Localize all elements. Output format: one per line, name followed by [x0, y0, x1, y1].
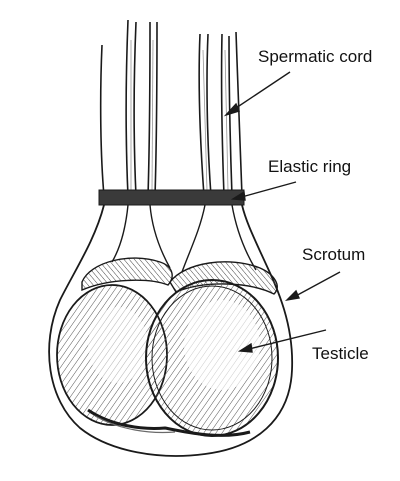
epididymis-tail — [87, 408, 251, 437]
leader-arrows — [223, 71, 341, 353]
label-testicle: Testicle — [312, 344, 369, 363]
right-testicle-rim — [151, 285, 273, 431]
label-spermatic-cord: Spermatic cord — [258, 47, 373, 66]
label-scrotum: Scrotum — [302, 245, 366, 264]
arrow-testicle — [244, 329, 327, 351]
spermatic-cord — [99, 19, 243, 197]
arrowhead-testicle — [237, 342, 253, 353]
epididymis-tail-shading — [94, 415, 176, 434]
arrow-spermatic-cord — [229, 71, 291, 113]
arrowhead-elastic-ring — [230, 190, 246, 201]
arrowhead-spermatic-cord — [223, 102, 240, 117]
right-testicle-highlight — [184, 300, 260, 390]
arrowhead-scrotum — [284, 289, 300, 302]
arrow-scrotum — [291, 271, 341, 299]
cord-below-ring — [111, 204, 257, 273]
label-elastic-ring: Elastic ring — [268, 157, 352, 176]
elastic-ring — [98, 189, 245, 206]
cord-shading — [130, 39, 229, 191]
left-epididymis — [81, 257, 173, 292]
left-testicle-highlight — [88, 307, 148, 383]
arrow-elastic-ring — [237, 181, 297, 199]
